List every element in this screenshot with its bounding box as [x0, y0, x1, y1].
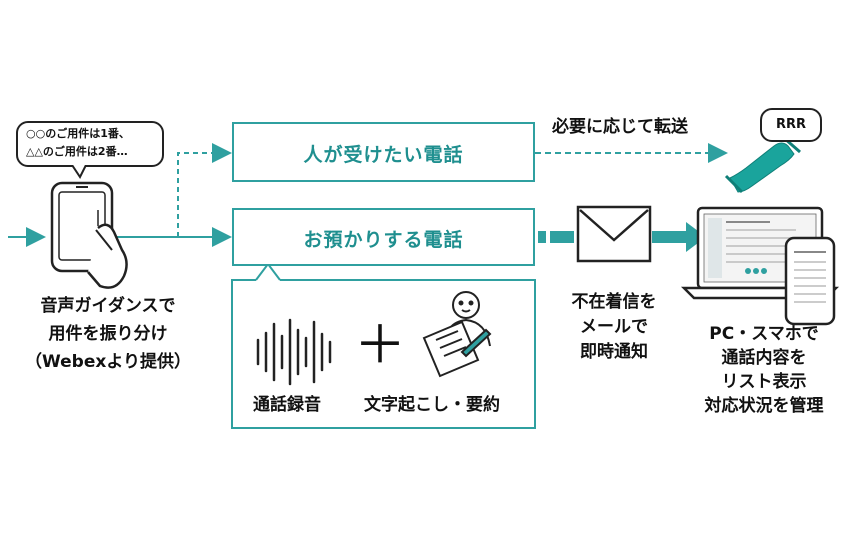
- left-caption-line-2: 用件を振り分け: [48, 324, 168, 344]
- waveform-icon: [256, 318, 332, 386]
- box-person-label: 人が受けたい電話: [303, 144, 464, 166]
- bubble-tail: [71, 165, 87, 179]
- pc-caption-line-2: 通話内容を: [721, 348, 807, 368]
- box-person-calls: 人が受けたい電話: [232, 122, 535, 182]
- route-line-person: [177, 143, 232, 237]
- transfer-label: 必要に応じて転送: [552, 117, 688, 137]
- person-notepad-icon: [422, 291, 492, 378]
- laptop-phone-icon: [680, 206, 840, 326]
- plus-icon: ＋: [354, 316, 407, 376]
- notification-arrow: [526, 222, 706, 252]
- envelope-icon: [576, 205, 652, 263]
- pc-caption-line-4: 対応状況を管理: [704, 396, 824, 416]
- bubble-line-2: △△のご用件は2番…: [26, 145, 128, 158]
- pc-caption-line-3: リスト表示: [721, 372, 807, 392]
- left-caption: 音声ガイダンスで 用件を振り分け （Webexより提供）: [10, 292, 206, 376]
- pc-caption: PC・スマホで 通話内容を リスト表示 対応状況を管理: [678, 322, 850, 418]
- mail-caption-line-3: 即時通知: [580, 342, 648, 362]
- summary-label: 文字起こし・要約: [364, 395, 500, 415]
- left-caption-line-3: （Webexより提供）: [25, 352, 191, 372]
- guidance-speech-bubble: ○○のご用件は1番、 △△のご用件は2番…: [16, 121, 164, 167]
- mail-caption-line-2: メールで: [580, 317, 648, 337]
- ringing-bubble: RRR: [760, 108, 822, 142]
- box-auto-label: お預かりする電話: [303, 229, 464, 251]
- mail-caption: 不在着信を メールで 即時通知: [556, 290, 672, 365]
- left-caption-line-1: 音声ガイダンスで: [40, 296, 176, 316]
- smartphone-hand-icon: [50, 181, 128, 289]
- pc-caption-line-1: PC・スマホで: [709, 324, 819, 344]
- recording-label: 通話録音: [253, 395, 321, 415]
- mail-caption-line-1: 不在着信を: [571, 292, 657, 312]
- phone-handset-icon: [724, 136, 801, 194]
- box-auto-calls: お預かりする電話: [232, 208, 535, 266]
- bubble-line-1: ○○のご用件は1番、: [26, 127, 130, 140]
